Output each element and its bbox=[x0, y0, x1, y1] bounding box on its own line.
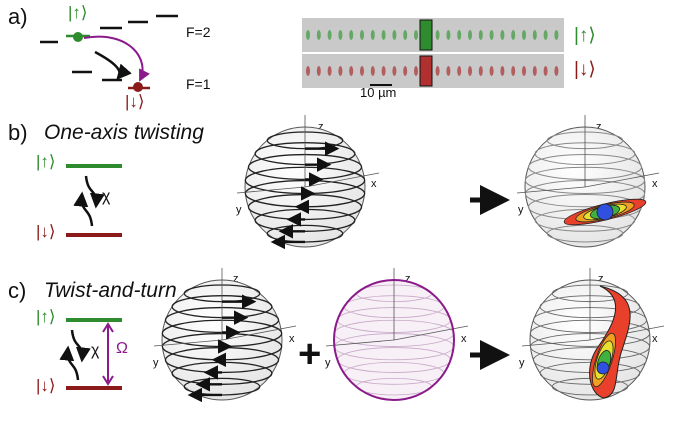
z-label-c2: z bbox=[405, 273, 411, 285]
sphere-twist-and-turn-state bbox=[521, 268, 665, 401]
sphere-twist-flow bbox=[153, 268, 297, 403]
state-up-label-image: |↑⟩ bbox=[574, 25, 596, 46]
transition-arrow-a bbox=[94, 50, 132, 80]
state-up-label-b: |↑⟩ bbox=[36, 152, 56, 171]
z-label-b1: z bbox=[318, 121, 324, 133]
sphere-turn-flow bbox=[325, 268, 469, 401]
chi-label-c: χ bbox=[91, 342, 100, 359]
y-label-b2: y bbox=[518, 204, 524, 216]
panel-c-label: c) bbox=[8, 278, 27, 303]
level-f1-label: F=1 bbox=[186, 76, 211, 92]
lower-state-dot bbox=[133, 82, 143, 92]
y-label-c2: y bbox=[325, 357, 331, 369]
state-down-label-a: |↓⟩ bbox=[125, 92, 145, 111]
microwave-arrow bbox=[83, 35, 150, 82]
x-label-c2: x bbox=[461, 333, 467, 345]
x-label-c1: x bbox=[289, 333, 295, 345]
y-label-b1: y bbox=[236, 204, 242, 216]
plus-sign: + bbox=[298, 332, 322, 376]
level-diagram-a bbox=[40, 14, 178, 90]
level-diagram-c bbox=[59, 318, 122, 390]
state-up-label-a: |↑⟩ bbox=[68, 3, 88, 22]
level-f2-label: F=2 bbox=[186, 24, 211, 40]
panel-b-title: One-axis twisting bbox=[44, 121, 204, 144]
upper-state-dot bbox=[73, 32, 83, 42]
state-down-label-image: |↓⟩ bbox=[574, 59, 596, 80]
chi-label-b: χ bbox=[102, 188, 111, 205]
panel-b-label: b) bbox=[8, 120, 28, 145]
state-down-label-b: |↓⟩ bbox=[36, 222, 56, 241]
sphere-one-axis-twisting-state bbox=[516, 115, 660, 248]
z-label-b2: z bbox=[596, 121, 602, 133]
sphere-one-axis-twisting-flow bbox=[236, 115, 380, 250]
scale-bar-label: 10 µm bbox=[360, 85, 397, 100]
level-diagram-b bbox=[66, 164, 122, 237]
panel-a-label: a) bbox=[8, 4, 28, 29]
panel-c-title: Twist-and-turn bbox=[44, 279, 177, 302]
state-down-label-c: |↓⟩ bbox=[36, 376, 56, 395]
state-up-label-c: |↑⟩ bbox=[36, 307, 56, 326]
z-label-c1: z bbox=[233, 273, 239, 285]
x-label-b1: x bbox=[371, 178, 377, 190]
omega-label: Ω bbox=[116, 340, 128, 357]
z-label-c3: z bbox=[598, 273, 604, 285]
y-label-c1: y bbox=[153, 357, 159, 369]
x-label-c3: x bbox=[652, 333, 658, 345]
x-label-b2: x bbox=[652, 178, 658, 190]
y-label-c3: y bbox=[519, 357, 525, 369]
atom-image-strip bbox=[302, 18, 564, 88]
